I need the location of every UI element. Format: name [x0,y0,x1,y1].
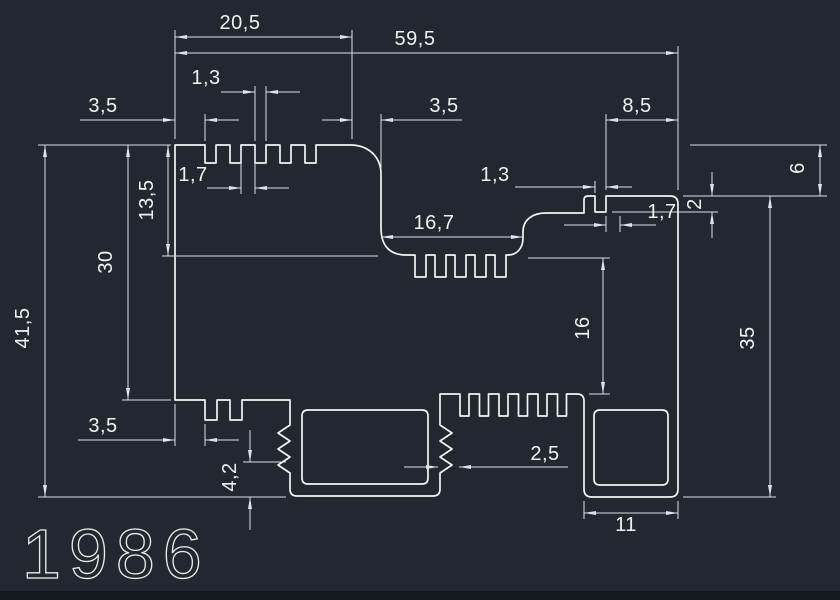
dimension-value: 3,5 [88,95,117,117]
right-foot-cavity[interactable] [593,409,669,486]
dimensions: 20,5 59,5 1,3 3,5 3,5 [12,12,827,536]
dimension-value: 16,7 [414,212,455,234]
profile-geometry[interactable] [174,144,679,498]
dimension-value: 3,5 [88,415,117,437]
dimension-top-groove-width[interactable]: 1,3 [191,67,300,141]
window-bottom-edge [0,591,840,600]
dimension-top-left-edge[interactable]: 3,5 [80,95,239,141]
dimension-value: 2,5 [530,443,559,465]
dimension-value: 6 [787,162,809,174]
dimension-value: 13,5 [136,180,158,221]
dimension-total-width[interactable]: 59,5 [175,28,679,190]
dimension-value: 16 [572,316,594,339]
dimension-value: 20,5 [220,12,261,34]
dimension-right-notch-depth[interactable]: 2 [612,172,718,238]
dimension-value: 3,5 [429,95,458,117]
dimension-left-mid-height[interactable]: 30 [95,145,171,401]
part-number-label[interactable]: 1986 [21,514,210,593]
dimension-bottom-left-edge[interactable]: 3,5 [78,404,239,446]
dimension-value: 1,3 [480,164,509,186]
dimension-value: 1,3 [191,67,220,89]
dimension-left-upper-height[interactable]: 13,5 [136,145,378,257]
dimension-right-foot-width[interactable]: 11 [583,501,679,536]
dimension-right-notch-width[interactable]: 1,3 [480,164,632,193]
dimension-top-land-width[interactable]: 1,7 [178,150,289,194]
dimension-left-foot-height[interactable]: 4,2 [219,430,286,530]
dimension-recess-left-offset[interactable]: 3,5 [322,95,462,170]
dimension-value: 30 [95,250,117,273]
dimension-value: 8,5 [622,95,651,117]
dimension-value: 35 [737,326,759,349]
dimension-top-left-width[interactable]: 20,5 [174,12,353,139]
dimension-barb-width[interactable]: 2,5 [404,443,568,469]
profile-outer-contour[interactable] [174,144,679,498]
dimension-top-right-width[interactable]: 8,5 [605,95,678,190]
dimension-value: 41,5 [12,308,34,349]
dimension-right-height[interactable]: 35 [683,196,776,498]
left-foot-cavity[interactable] [301,409,429,485]
dimension-value: 1,7 [178,164,207,186]
dimension-value: 59,5 [395,28,436,50]
dimension-value: 2 [684,198,706,210]
dimension-total-height[interactable]: 41,5 [12,144,286,498]
dimension-right-top-step[interactable]: 6 [683,144,827,197]
dimension-right-tab-width[interactable]: 1,7 [564,201,677,232]
dimension-value: 4,2 [219,462,241,491]
dimension-value: 11 [615,514,637,536]
dimension-recess-width[interactable]: 16,7 [381,212,523,239]
dimension-mid-right-height[interactable]: 16 [528,257,610,395]
